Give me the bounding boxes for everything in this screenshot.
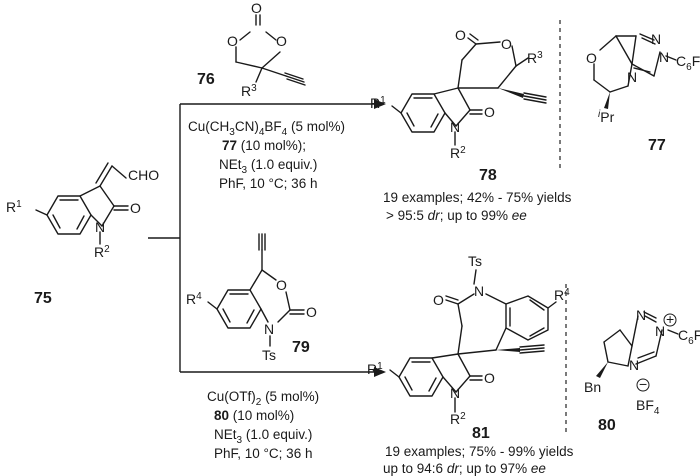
bottom-solvent: PhF, 10 °C; 36 h [214, 446, 312, 461]
compound-75-structure [35, 162, 129, 245]
c77-nitrogen-2: N [659, 49, 669, 65]
c80-nitrogen-2: N [655, 323, 665, 339]
c80-benzyl: Bn [584, 379, 601, 395]
top-result-line1: 19 examples; 42% - 75% yields [383, 190, 572, 205]
compound-77-label: 77 [648, 137, 666, 154]
top-arrow-head [374, 99, 386, 109]
compound-78-structure [391, 33, 547, 146]
c76-ring-o-left: O [227, 33, 238, 49]
c78-carbonyl-o: O [484, 104, 495, 120]
c77-nitrogen-1: N [651, 31, 661, 47]
c78-lactone-carbonyl-o: O [455, 27, 466, 43]
c81-tosyl: Ts [468, 253, 482, 269]
c81-nitrogen-top: N [474, 283, 484, 299]
r3-label: R3 [241, 83, 257, 99]
bottom-base: NEt3 (1.0 equiv.) [214, 427, 312, 446]
bottom-result-line2: up to 94:6 dr; up to 97% ee [383, 461, 546, 476]
compound-80-label: 80 [598, 417, 616, 434]
c77-nitrogen-3: N [627, 69, 637, 85]
c80-nitrogen-3: N [629, 357, 639, 373]
bottom-result-line1: 19 examples; 75% - 99% yields [385, 444, 574, 459]
compound-76-structure [235, 14, 306, 86]
c81-amide-o: O [433, 292, 444, 308]
r2-label: R2 [94, 244, 110, 260]
c80-nitrogen-1: N [636, 307, 646, 323]
c78-r1-label: R1 [370, 95, 386, 111]
c81-r2-label: R2 [450, 411, 466, 427]
compound-77-structure [593, 33, 677, 109]
c80-c6f5: C6F5 [678, 327, 700, 347]
c78-r2-label: R2 [450, 145, 466, 161]
top-catalyst: Cu(CH3CN)4BF4 (5 mol%) [188, 119, 345, 138]
c80-plus-circle [663, 313, 677, 327]
compound-81-label: 81 [472, 425, 490, 442]
c81-r4-label: R4 [554, 287, 570, 303]
c78-r3-label: R3 [527, 50, 543, 66]
c80-bf4: BF4 [636, 397, 660, 417]
c76-carbonyl-o: O [251, 0, 262, 16]
r1-label: R1 [6, 199, 22, 215]
compound-75-label: 75 [34, 290, 52, 307]
bottom-arrow-head [374, 367, 386, 377]
aldehyde-label: CHO [128, 167, 159, 183]
c81-carbonyl-o: O [484, 370, 495, 386]
compound-79-label: 79 [292, 339, 310, 356]
c81-r1-label: R1 [367, 361, 383, 377]
bottom-catalyst: Cu(OTf)2 (5 mol%) [207, 389, 319, 408]
c76-ring-o-right: O [276, 33, 287, 49]
c80-plus-charge: + [666, 311, 674, 327]
c79-ring-oxygen: O [276, 277, 287, 293]
c79-carbonyl-o: O [306, 304, 317, 320]
bottom-ligand: 80 (10 mol%) [214, 408, 294, 423]
c77-c6f5: C6F5 [676, 53, 700, 73]
c79-nitrogen: N [264, 321, 274, 337]
c81-nitrogen: N [450, 385, 460, 401]
top-base: NEt3 (1.0 equiv.) [219, 157, 317, 176]
top-result-line2: > 95:5 dr; up to 99% ee [386, 208, 527, 223]
c78-lactone-o: O [501, 36, 512, 52]
compound-76-label: 76 [197, 71, 215, 88]
c79-tosyl: Ts [262, 347, 276, 363]
c78-nitrogen: N [450, 119, 460, 135]
c80-minus-circle [636, 378, 650, 392]
c77-oxygen: O [586, 50, 597, 66]
compound-81-structure [389, 269, 557, 413]
top-solvent: PhF, 10 °C; 36 h [219, 176, 317, 191]
r4-label: R4 [186, 291, 202, 307]
c77-isopropyl: iPr [598, 109, 615, 125]
top-ligand: 77 (10 mol%); [222, 138, 306, 153]
indole-nitrogen: N [95, 219, 105, 235]
compound-78-label: 78 [479, 167, 497, 184]
carbonyl-oxygen: O [130, 200, 141, 216]
compound-79-structure [207, 233, 305, 347]
compound-80-structure [596, 311, 679, 378]
c80-minus-charge: − [639, 376, 647, 392]
